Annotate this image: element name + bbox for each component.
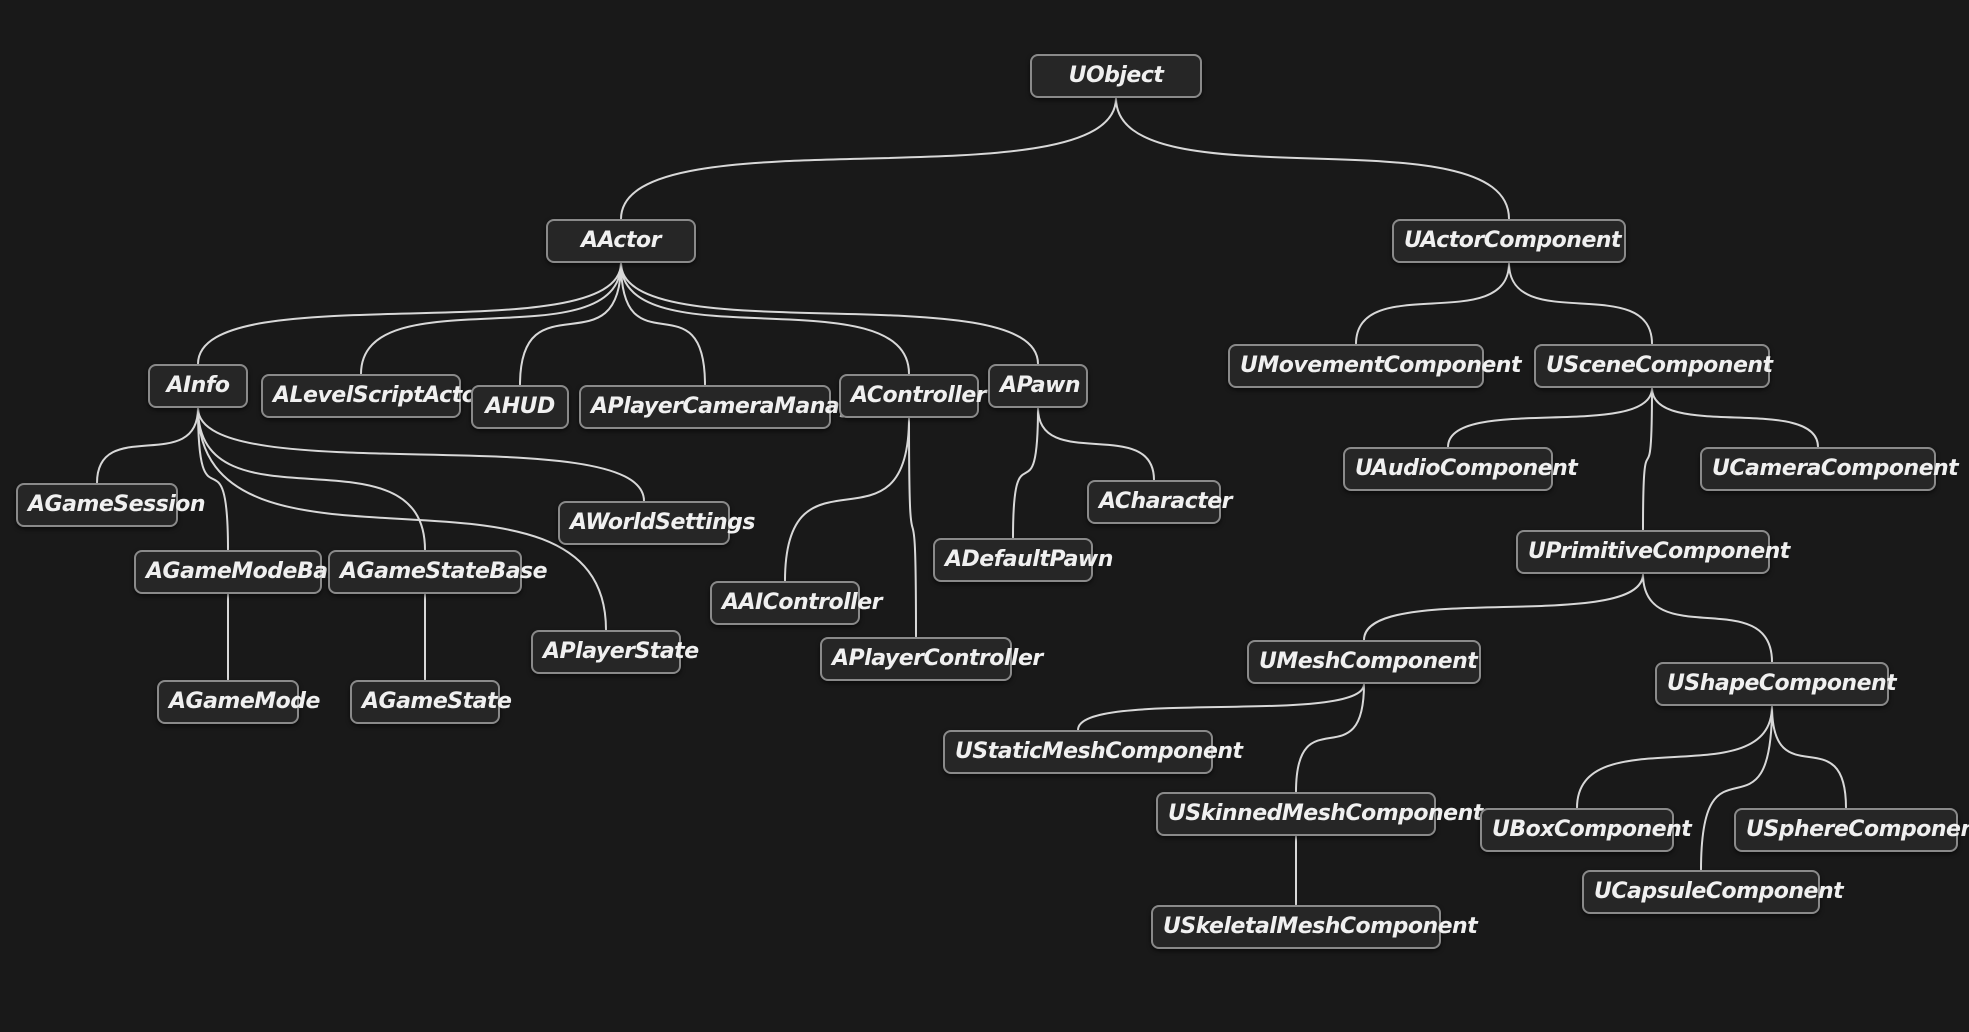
node-uscenecomponent[interactable]: USceneComponent — [1534, 344, 1773, 388]
edge-apawn-adefaultpawn — [1012, 407, 1039, 539]
node-acontroller[interactable]: AController — [839, 374, 987, 418]
edge-aactor-apawn — [620, 262, 1039, 365]
node-adefaultpawn[interactable]: ADefaultPawn — [933, 538, 1113, 582]
node-aactor[interactable]: AActor — [546, 219, 696, 263]
edge-uprimitivecomponent-ushapecomponent — [1642, 573, 1773, 663]
edge-aactor-aplayercameramanager — [620, 262, 706, 386]
node-uskinnedmeshcomponent[interactable]: USkinnedMeshComponent — [1156, 792, 1483, 836]
node-ustaticmeshcomponent[interactable]: UStaticMeshComponent — [943, 730, 1243, 774]
edge-acontroller-aplayercontroller — [908, 417, 917, 638]
edge-ainfo-agamemodebase — [197, 407, 229, 551]
node-aworldsettings[interactable]: AWorldSettings — [558, 501, 755, 545]
edge-aactor-acontroller — [620, 262, 910, 375]
node-agamesession[interactable]: AGameSession — [16, 483, 206, 527]
node-ushapecomponent[interactable]: UShapeComponent — [1655, 662, 1897, 706]
edge-ainfo-aworldsettings — [197, 407, 645, 502]
edge-ainfo-aplayerstate — [197, 407, 607, 631]
edge-uscenecomponent-uaudiocomponent — [1447, 387, 1653, 448]
edge-aactor-ahud — [519, 262, 622, 386]
edge-umeshcomponent-uskinnedmeshcomponent — [1295, 683, 1365, 793]
edge-ainfo-agamesession — [96, 407, 199, 484]
edge-uprimitivecomponent-umeshcomponent — [1363, 573, 1644, 641]
node-uskeletalmeshcomponent[interactable]: USkeletalMeshComponent — [1151, 905, 1478, 949]
edge-uobject-uactorcomponent — [1115, 97, 1510, 220]
node-ahud[interactable]: AHUD — [471, 385, 569, 429]
edge-uscenecomponent-ucameracomponent — [1651, 387, 1819, 448]
edge-apawn-acharacter — [1037, 407, 1155, 481]
node-aplayercameramanager[interactable]: APlayerCameraManager — [579, 385, 880, 429]
node-uactorcomponent[interactable]: UActorComponent — [1392, 219, 1626, 263]
node-ainfo[interactable]: AInfo — [148, 364, 248, 408]
edge-ushapecomponent-ucapsulecomponent — [1700, 705, 1773, 871]
node-apawn[interactable]: APawn — [988, 364, 1088, 408]
node-alevelscriptactor[interactable]: ALevelScriptActor — [261, 374, 487, 418]
edge-aactor-ainfo — [197, 262, 622, 365]
edge-uscenecomponent-uprimitivecomponent — [1642, 387, 1653, 531]
edge-uobject-aactor — [620, 97, 1117, 220]
edge-ainfo-agamestatebase — [197, 407, 426, 551]
node-aaicontroller[interactable]: AAIController — [710, 581, 883, 625]
node-ucapsulecomponent[interactable]: UCapsuleComponent — [1582, 870, 1844, 914]
edge-uactorcomponent-umovementcomponent — [1355, 262, 1510, 345]
edge-ushapecomponent-uboxcomponent — [1576, 705, 1773, 809]
node-agamestatebase[interactable]: AGameStateBase — [328, 550, 548, 594]
node-uspherecomponent[interactable]: USphereComponent — [1734, 808, 1969, 852]
node-agamestate[interactable]: AGameState — [350, 680, 512, 724]
node-uobject[interactable]: UObject — [1030, 54, 1202, 98]
node-agamemode[interactable]: AGameMode — [157, 680, 320, 724]
node-uaudiocomponent[interactable]: UAudioComponent — [1343, 447, 1578, 491]
edge-acontroller-aaicontroller — [784, 417, 910, 582]
node-aplayerstate[interactable]: APlayerState — [531, 630, 699, 674]
node-umeshcomponent[interactable]: UMeshComponent — [1247, 640, 1481, 684]
edge-aactor-alevelscriptactor — [360, 262, 622, 375]
node-ucameracomponent[interactable]: UCameraComponent — [1700, 447, 1959, 491]
node-umovementcomponent[interactable]: UMovementComponent — [1228, 344, 1521, 388]
edge-uactorcomponent-uscenecomponent — [1508, 262, 1653, 345]
node-uboxcomponent[interactable]: UBoxComponent — [1480, 808, 1692, 852]
node-agamemodebase[interactable]: AGameModeBase — [134, 550, 355, 594]
edge-ushapecomponent-uspherecomponent — [1771, 705, 1847, 809]
node-acharacter[interactable]: ACharacter — [1087, 480, 1233, 524]
edge-umeshcomponent-ustaticmeshcomponent — [1077, 683, 1365, 731]
node-uprimitivecomponent[interactable]: UPrimitiveComponent — [1516, 530, 1790, 574]
node-aplayercontroller[interactable]: APlayerController — [820, 637, 1043, 681]
